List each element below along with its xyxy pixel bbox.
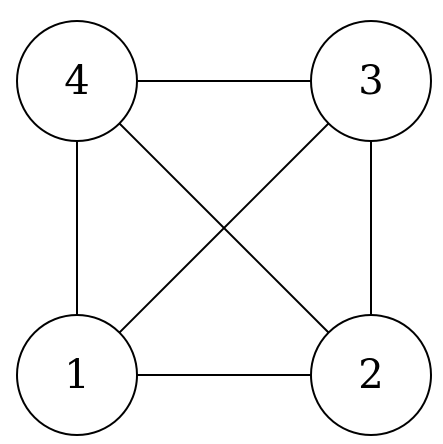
node-4-label: 4: [64, 58, 89, 104]
edge-3-1: [76, 80, 372, 376]
node-4: 4: [16, 20, 138, 142]
node-4-circle: [16, 20, 138, 142]
node-3-circle: [310, 20, 432, 142]
node-2-circle: [310, 314, 432, 436]
node-1-circle: [16, 314, 138, 436]
node-3: 3: [310, 20, 432, 142]
node-2: 2: [310, 314, 432, 436]
node-3-label: 3: [358, 58, 383, 104]
node-1-label: 1: [64, 352, 89, 398]
node-1: 1: [16, 314, 138, 436]
node-2-label: 2: [358, 352, 383, 398]
